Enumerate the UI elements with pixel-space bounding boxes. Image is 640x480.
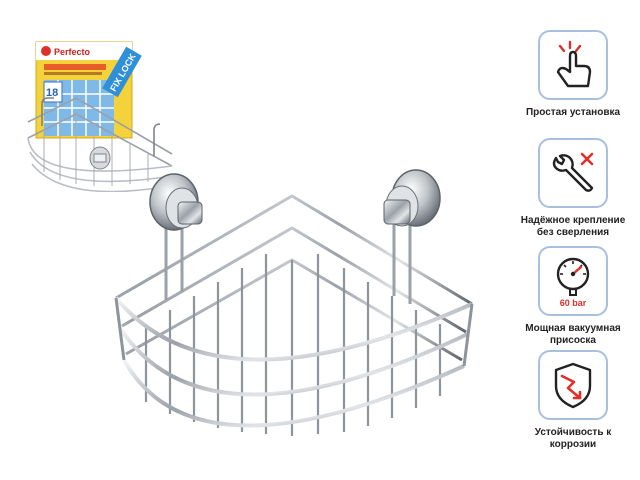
feature-icon-card: 60 bar	[538, 246, 608, 316]
feature-icon-card	[538, 350, 608, 420]
no-drill-wrench-icon	[552, 152, 594, 192]
feature-label: Надёжное крепление без сверления	[520, 215, 626, 238]
packaging-inset-image: Perfecto 18 FIX LOCK	[27, 41, 173, 192]
finger-tap-icon	[556, 40, 592, 88]
shelf-front-rails	[114, 296, 473, 428]
feature-label: Устойчивость к коррозии	[534, 427, 612, 450]
feature-icon-card	[538, 138, 608, 208]
shelf-wire-bars	[144, 254, 442, 436]
package-load-number: 18	[46, 87, 58, 99]
feature-icon-card	[538, 30, 608, 100]
pressure-gauge-icon: 60 bar	[556, 257, 590, 308]
shelf-hanger-rods	[164, 218, 412, 304]
feature-label: Мощная вакуумная присоска	[525, 323, 621, 346]
corrosion-shield-icon	[554, 362, 592, 409]
shelf-front-posts	[114, 297, 474, 367]
feature-corrosion-resistance: Устойчивость к коррозии	[518, 350, 628, 451]
package-card: Perfecto 18 FIX LOCK	[35, 41, 142, 139]
feature-vacuum-cup: 60 bar Мощная вакуумная присоска	[518, 246, 628, 347]
inset-shelf	[27, 97, 173, 192]
left-suction-cup	[149, 173, 203, 231]
corner-shelf-image	[114, 169, 474, 436]
pressure-badge: 60 bar	[560, 298, 587, 308]
package-brand: Perfecto	[54, 47, 91, 57]
feature-easy-install: Простая установка	[518, 30, 628, 119]
feature-label: Простая установка	[525, 107, 621, 118]
right-suction-cup	[383, 169, 441, 227]
feature-no-drill: Надёжное крепление без сверления	[518, 138, 628, 239]
inset-suction-cup	[89, 146, 111, 170]
